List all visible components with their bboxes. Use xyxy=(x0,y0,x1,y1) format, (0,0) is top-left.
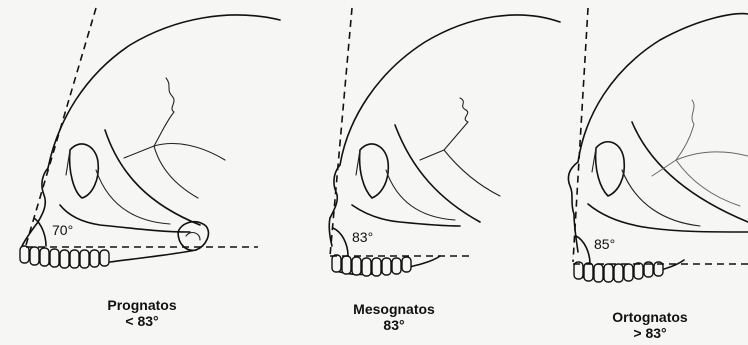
skull-prognatos: 70° xyxy=(20,8,280,268)
caption-prognatos-name: Prognatos xyxy=(62,297,222,313)
angle-label-prognatos: 70° xyxy=(52,222,73,238)
caption-ortognatos-range: > 83° xyxy=(570,325,730,341)
skull-ortognatos: 85° xyxy=(568,8,748,282)
angle-arc-prognatos xyxy=(34,218,46,246)
caption-prognatos: Prognatos < 83° xyxy=(62,297,222,329)
caption-ortognatos: Ortognatos > 83° xyxy=(570,309,730,341)
teeth-mesognatos xyxy=(332,255,411,276)
skull-mesognatos: 83° xyxy=(329,8,560,276)
angle-arc-mesognatos xyxy=(333,228,348,256)
caption-mesognatos-name: Mesognatos xyxy=(314,301,474,317)
teeth-prognatos xyxy=(20,246,109,268)
caption-mesognatos: Mesognatos 83° xyxy=(314,301,474,333)
angle-label-ortognatos: 85° xyxy=(594,236,615,252)
facial-line-prognatos xyxy=(26,8,96,245)
caption-prognatos-range: < 83° xyxy=(62,313,222,329)
teeth-ortognatos xyxy=(574,262,663,282)
caption-mesognatos-range: 83° xyxy=(314,317,474,333)
angle-label-mesognatos: 83° xyxy=(352,229,373,245)
facial-line-ortognatos xyxy=(573,8,588,262)
caption-ortognatos-name: Ortognatos xyxy=(570,309,730,325)
